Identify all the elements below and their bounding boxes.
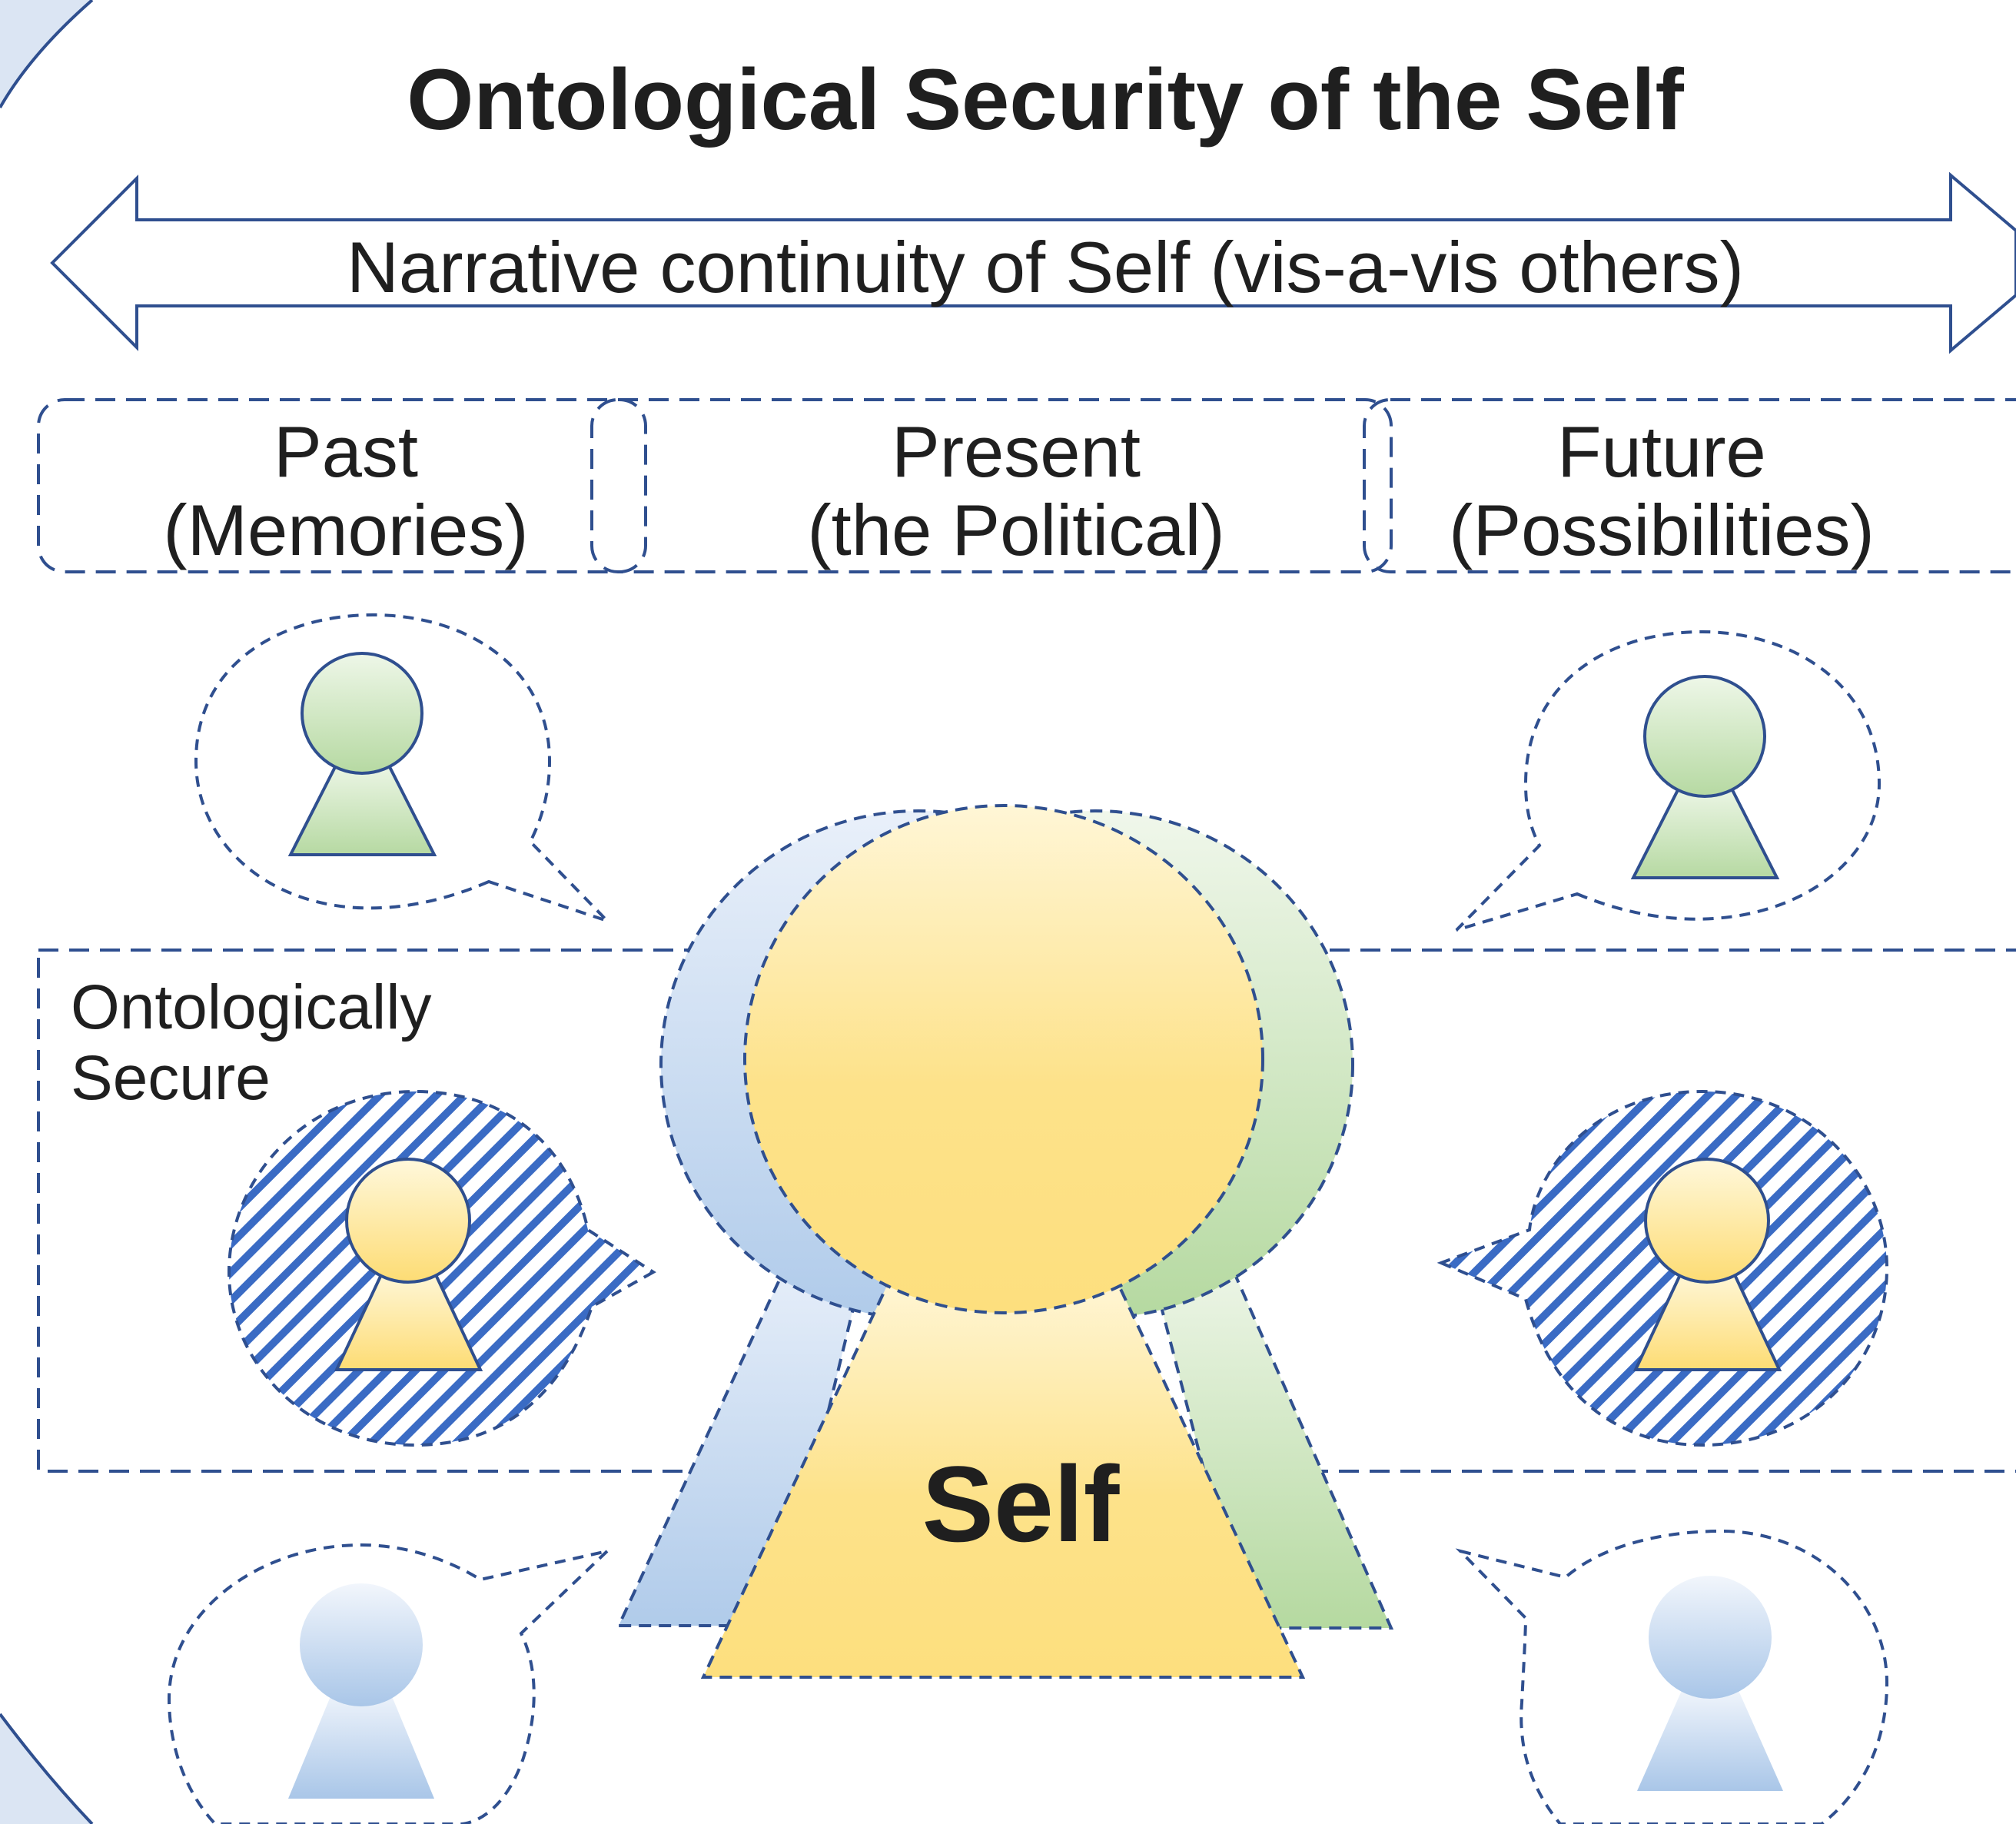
past-memory-figure [287,652,437,856]
secure-zone-label-line1: Ontologically [71,972,431,1042]
insecure-past-figure [288,1583,434,1799]
present-label: Present [892,411,1141,492]
self-label: Self [922,1444,1120,1564]
future-label: Future [1557,411,1766,492]
past-label: Past [274,411,418,492]
secure-future-bubble [1436,1089,1889,1447]
self-figure [700,804,1306,1679]
secure-zone-label-line2: Secure [71,1043,271,1113]
background-circle [0,0,94,1824]
narrative-continuity-arrow [50,171,2016,354]
past-memory-bubble [194,613,609,922]
insecure-future-figure [1637,1576,1783,1791]
diagram-title: Ontological Security of the Self [407,51,1684,148]
secure-past-figure [334,1158,483,1371]
present-box [590,398,1393,573]
past-sublabel: (Memories) [163,490,528,570]
past-box [37,398,647,573]
period-boxes [37,398,2016,573]
future-box [1363,398,2016,573]
secure-future-figure [1632,1158,1782,1371]
narrative-continuity-label: Narrative continuity of Self (vis-a-vis … [347,227,1744,307]
future-sublabel: (Possibilities) [1449,490,1875,570]
future-possibility-figure [1630,675,1780,879]
present-sublabel: (the Political) [807,490,1224,570]
period-labels: Past (Memories) Present (the Political) … [163,411,1874,570]
